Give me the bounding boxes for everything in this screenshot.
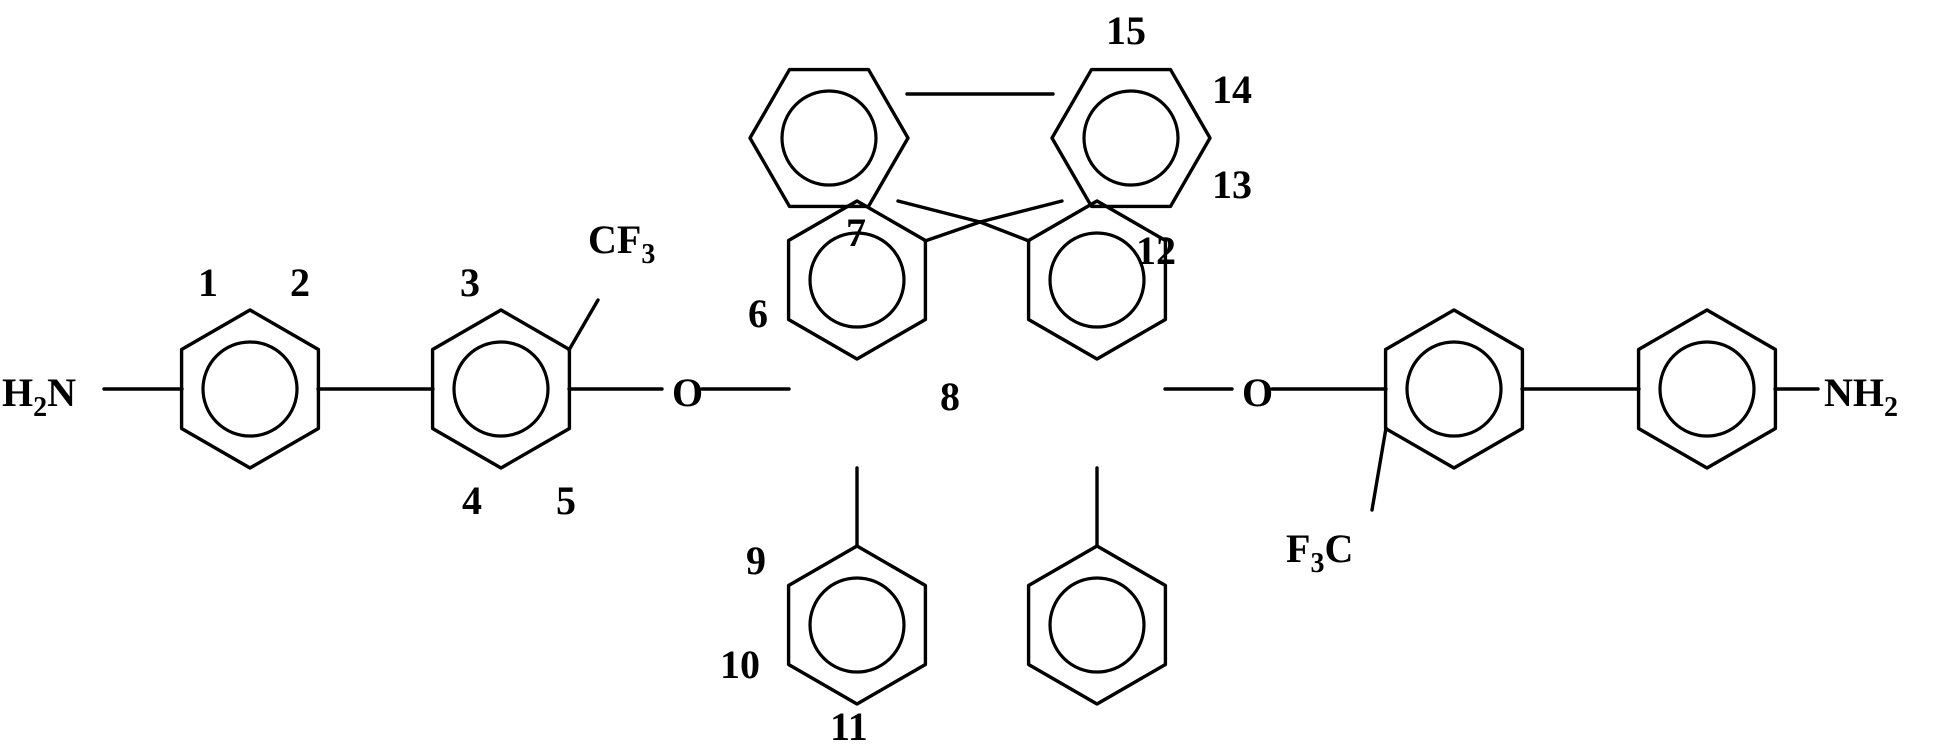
ring-aminophenyl-left [179,308,321,470]
locant-6: 6 [748,291,768,336]
ring-fluorene-right-aromatic-circle [1082,89,1180,187]
locant-13: 13 [1212,162,1252,207]
bond-cf3-top [567,298,600,352]
cf3-bottom-label: F3C [1286,526,1353,579]
ring-fluorene-left-aromatic-circle [780,89,878,187]
ring-cf3-phenyl-left-aromatic-circle [452,340,550,438]
ring-aminophenyl-right [1636,308,1778,470]
amine-left-label: H2N [2,370,76,423]
locant-15: 15 [1106,8,1146,53]
ring-fluorene-left [748,67,910,209]
bond-spiro-right [978,220,1031,243]
ring-aminophenyl-left-aromatic-circle [201,340,299,438]
locant-10: 10 [720,642,760,687]
locant-5: 5 [556,478,576,523]
bond-fluorene-c9-left [896,199,982,224]
ring-phenylene-right-aromatic-circle [1048,231,1146,329]
ring-aminophenyl-right-aromatic-circle [1658,340,1756,438]
ring-fluorene-right [1050,67,1212,209]
ring-pendant-phenyl-left [786,544,928,706]
ring-pendant-phenyl-right-aromatic-circle [1048,576,1146,674]
locant-8: 8 [940,374,960,419]
locant-11: 11 [830,704,868,744]
locant-1: 1 [198,260,218,305]
ring-cf3-phenyl-right-aromatic-circle [1405,340,1503,438]
single-bonds [102,92,1820,548]
bond-cf3-bottom [1370,426,1388,512]
locant-7: 7 [846,210,866,255]
bond-fluorene-c9-right [978,199,1064,224]
bond-spiro-left [923,220,982,243]
oxygen-left-label: O [672,370,703,415]
locant-2: 2 [290,260,310,305]
amine-right-label: NH2 [1824,370,1898,423]
ring-phenylene-left-aromatic-circle [808,231,906,329]
ring-pendant-phenyl-left-aromatic-circle [808,576,906,674]
locant-3: 3 [460,260,480,305]
locant-14: 14 [1212,67,1252,112]
locant-4: 4 [462,478,482,523]
cf3-top-label: CF3 [588,217,655,270]
benzene-rings [179,67,1778,706]
locant-12: 12 [1136,228,1176,273]
ring-cf3-phenyl-right [1383,308,1525,470]
oxygen-right-label: O [1242,370,1273,415]
locant-9: 9 [746,538,766,583]
ring-pendant-phenyl-right [1026,544,1168,706]
